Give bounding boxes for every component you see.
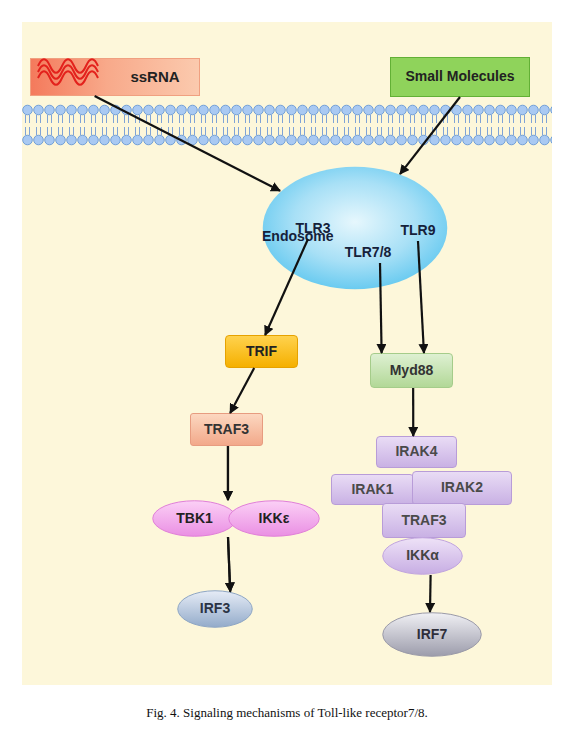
signal-arrow [380,263,382,353]
receptor-label: TLR3 [288,219,338,239]
node-text-area: TRAF3 [383,504,465,537]
node-text-area: IRAK1 [332,475,413,504]
node-ellipse [383,538,463,575]
node-text-area: TRAF3 [191,414,262,445]
node-text-area: TLR7/8 [338,243,398,263]
node-label: IRF3 [200,601,230,616]
kinase-ellipse: TBK1 [152,500,237,537]
signal-arrow [418,241,424,353]
transcription-factor-ellipse: IRF3 [177,590,253,628]
node-label: IRAK4 [395,444,437,459]
node-text-area: TLR9 [393,221,443,241]
node-ellipse [263,167,448,290]
signal-arrow [265,239,308,335]
node-text-area: TLR3 [288,219,338,239]
signal-arrow [429,575,432,612]
lipid-bilayer [22,104,552,146]
protein-box: IRAK2 [412,471,512,505]
ligand-box: Small Molecules [390,57,530,97]
protein-box: TRAF3 [190,413,263,446]
node-text-area: IRF3 [177,590,253,628]
node-label: IKKε [259,511,290,526]
node-ellipse [229,501,320,537]
node-label: TLR3 [296,221,331,236]
node-label: TBK1 [176,511,213,526]
background-panel [22,22,552,685]
signal-arrow [412,388,414,436]
signal-arrow [95,96,280,191]
node-text-area: TBK1 [152,500,237,537]
node-label: IRAK1 [351,482,393,497]
protein-box: TRAF3 [382,503,466,538]
ligand-box: ssRNA [30,58,200,96]
node-ellipse [178,591,253,628]
node-label: Myd88 [390,363,434,378]
node-text-area: ssRNA [31,59,199,95]
node-ellipse [153,501,237,537]
node-text-area: IRAK4 [377,437,456,467]
node-label: IRAK2 [441,480,483,495]
node-label: ssRNA [130,69,179,86]
signal-arrow [400,97,460,174]
rna-strand [38,59,98,73]
node-label: TLR7/8 [345,245,392,260]
node-text-area: TRIF [226,336,297,367]
node-text-area: IKKα [382,537,463,575]
adaptor-box: Myd88 [370,353,453,388]
signal-arrow [227,446,229,500]
kinase-ellipse: IKKε [228,500,320,537]
receptor-label: TLR7/8 [338,243,398,263]
signal-arrow [228,537,230,592]
node-text-area: Small Molecules [391,58,529,96]
node-text-area: IRF7 [382,612,482,657]
signal-arrow [228,537,230,592]
node-label: TLR9 [401,223,436,238]
signal-arrow [230,368,254,413]
signal-arrow [227,446,229,500]
protein-box: IRAK1 [331,474,414,505]
protein-box: IRAK4 [376,436,457,468]
node-label: Small Molecules [406,69,515,84]
transcription-factor-ellipse: IRF7 [382,612,482,657]
receptor-label: TLR9 [393,221,443,241]
node-text-area: Myd88 [371,354,452,387]
endosome-ellipse: EndosomeTLR3TLR7/8TLR9 [262,166,448,290]
node-label: TRAF3 [401,513,446,528]
adaptor-box: TRIF [225,335,298,368]
node-ellipse [383,613,482,657]
node-text-area: IRAK2 [413,472,511,504]
node-label: IKKα [406,548,439,563]
rna-strand [38,65,98,79]
kinase-ellipse: IKKα [382,537,463,575]
rna-strand [38,71,98,85]
node-text-area: IKKε [228,500,320,537]
figure-caption: Fig. 4. Signaling mechanisms of Toll-lik… [0,705,574,721]
node-label: TRAF3 [204,422,249,437]
node-label: IRF7 [417,627,447,642]
node-label: TRIF [246,344,277,359]
